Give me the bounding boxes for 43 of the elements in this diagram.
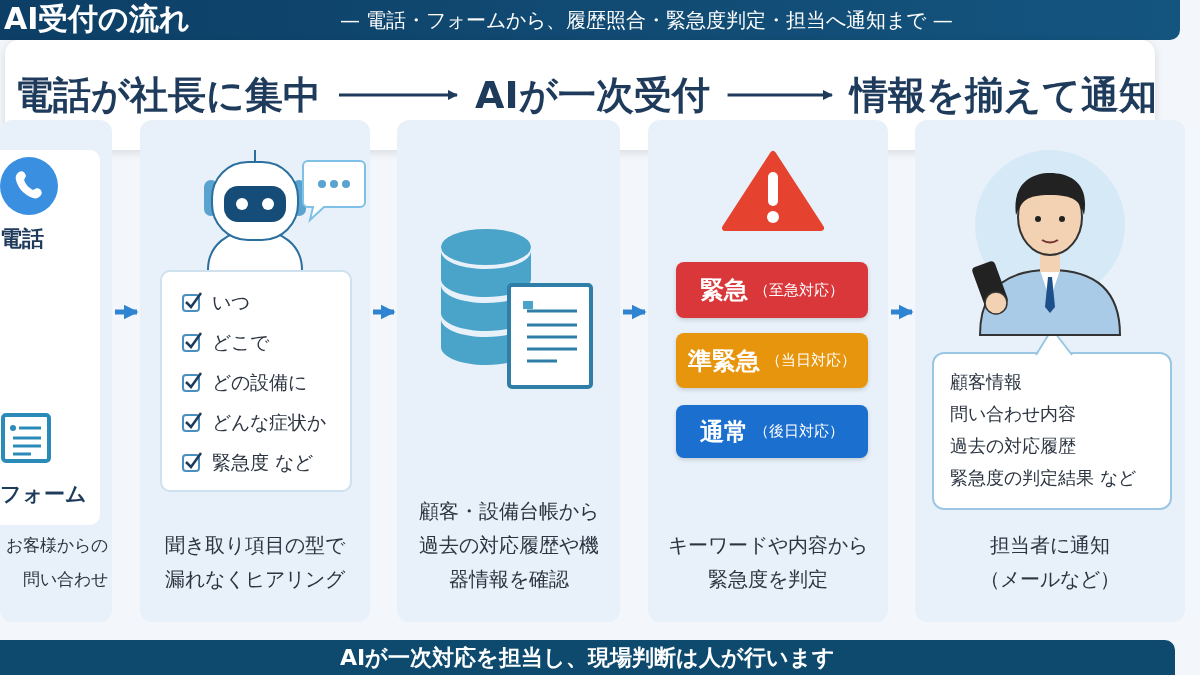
checklist-item: どんな症状か (212, 410, 326, 435)
checklist-item: どこで (212, 330, 269, 355)
info-item: 問い合わせ内容 (950, 402, 1077, 426)
urgency-level: 通常 (700, 416, 748, 448)
arrow (339, 89, 459, 101)
checklist-item: 緊急度 など (212, 450, 314, 475)
checklist-item: どの設備に (212, 370, 307, 395)
subtitle: — 電話・フォームから、履歴照合・緊急度判定・担当へ通知まで — (340, 7, 953, 34)
step-panel (915, 120, 1185, 622)
step-caption: 聞き取り項目の型で漏れなくヒアリング (164, 532, 346, 593)
info-item: 過去の対応履歴 (950, 434, 1077, 458)
arrow (727, 89, 834, 101)
urgency-badge (676, 262, 868, 318)
urgency-level: 準緊急 (688, 345, 760, 377)
info-item: 緊急度の判定結果 など (950, 466, 1137, 490)
urgency-response: （至急対応） (754, 280, 844, 300)
step-panel (648, 120, 888, 622)
arrow (623, 304, 647, 320)
urgency-response: （後日対応） (754, 422, 844, 441)
step-caption: キーワードや内容から緊急度を判定 (667, 532, 869, 593)
info-item: 顧客情報 (950, 370, 1023, 394)
urgency-badge (676, 333, 868, 388)
step-caption: お客様からの問い合わせ (5, 534, 109, 591)
channel-label: 電話 (0, 225, 45, 253)
banner-phrase: 情報を揃えて通知 (850, 70, 1157, 120)
step-panel (397, 120, 620, 622)
channel-label: フォーム (0, 481, 88, 508)
step-panel (0, 120, 112, 622)
step-panel (140, 120, 370, 622)
arrow (115, 304, 139, 320)
arrow (373, 304, 396, 320)
checklist-item: いつ (212, 290, 250, 315)
urgency-response: （当日対応） (766, 351, 856, 370)
banner-phrase: 電話が社長に集中 (15, 70, 321, 120)
banner-phrase: AIが一次受付 (475, 70, 710, 120)
arrow (891, 304, 914, 320)
title: AI受付の流れ (4, 1, 191, 37)
urgency-level: 緊急 (700, 275, 748, 306)
step-caption: 担当者に通知（メールなど） (979, 532, 1121, 593)
step-caption: 顧客・設備台帳から過去の対応履歴や機器情報を確認 (417, 498, 600, 593)
summary-text: AIが一次対応を担当し、現場判断は人が行います (338, 644, 837, 672)
summary-bar (0, 640, 1175, 675)
urgency-badge (676, 405, 868, 458)
